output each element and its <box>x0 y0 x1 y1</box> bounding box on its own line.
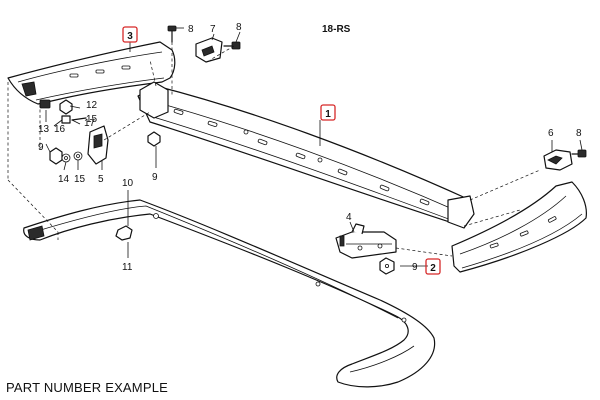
assembly-guide-lines <box>7 42 541 257</box>
label-part-8-top-right: 8 <box>236 22 242 33</box>
label-part-9-left: 9 <box>38 142 44 153</box>
label-part-8-right: 8 <box>576 128 582 139</box>
mounting-bracket-part-4 <box>335 223 397 259</box>
mounting-clip-part-7 <box>195 37 223 63</box>
label-part-12: 12 <box>86 100 98 111</box>
label-part-6: 6 <box>548 128 554 139</box>
label-part-5: 5 <box>98 174 104 185</box>
label-part-16: 16 <box>54 124 66 135</box>
callout-part-1[interactable]: 1 <box>320 104 336 121</box>
callout-label-2: 2 <box>430 263 436 274</box>
label-part-10: 10 <box>122 178 134 189</box>
leader-lines <box>45 27 583 267</box>
label-part-4: 4 <box>346 212 352 223</box>
bumper-strip-part-10 <box>23 199 436 388</box>
left-corner-trim-part-3 <box>7 41 176 105</box>
label-part-15: 15 <box>86 114 98 125</box>
mounting-bracket-part-5 <box>87 125 109 165</box>
label-part-14: 14 <box>58 174 70 185</box>
label-part-15-lower: 15 <box>74 174 86 185</box>
callout-part-3[interactable]: 3 <box>122 26 138 43</box>
mounting-clip-part-6 <box>543 149 573 171</box>
callout-label-1: 1 <box>325 109 331 120</box>
callout-label-3: 3 <box>127 31 133 42</box>
callout-part-2[interactable]: 2 <box>425 258 441 275</box>
label-part-8-top: 8 <box>188 24 194 35</box>
right-corner-trim-part-2 <box>451 181 587 273</box>
footer-caption: PART NUMBER EXAMPLE <box>6 380 169 395</box>
bumper-carrier-bar-part-1 <box>137 81 475 229</box>
label-part-9-right: 9 <box>412 262 418 273</box>
label-part-7: 7 <box>210 24 216 35</box>
diagram-code: 18-RS <box>322 24 351 35</box>
label-part-9-center: 9 <box>152 172 158 183</box>
label-part-11: 11 <box>122 262 133 273</box>
label-part-13: 13 <box>38 124 50 135</box>
label-part-17: 17 <box>84 118 96 129</box>
fasteners <box>39 25 587 275</box>
